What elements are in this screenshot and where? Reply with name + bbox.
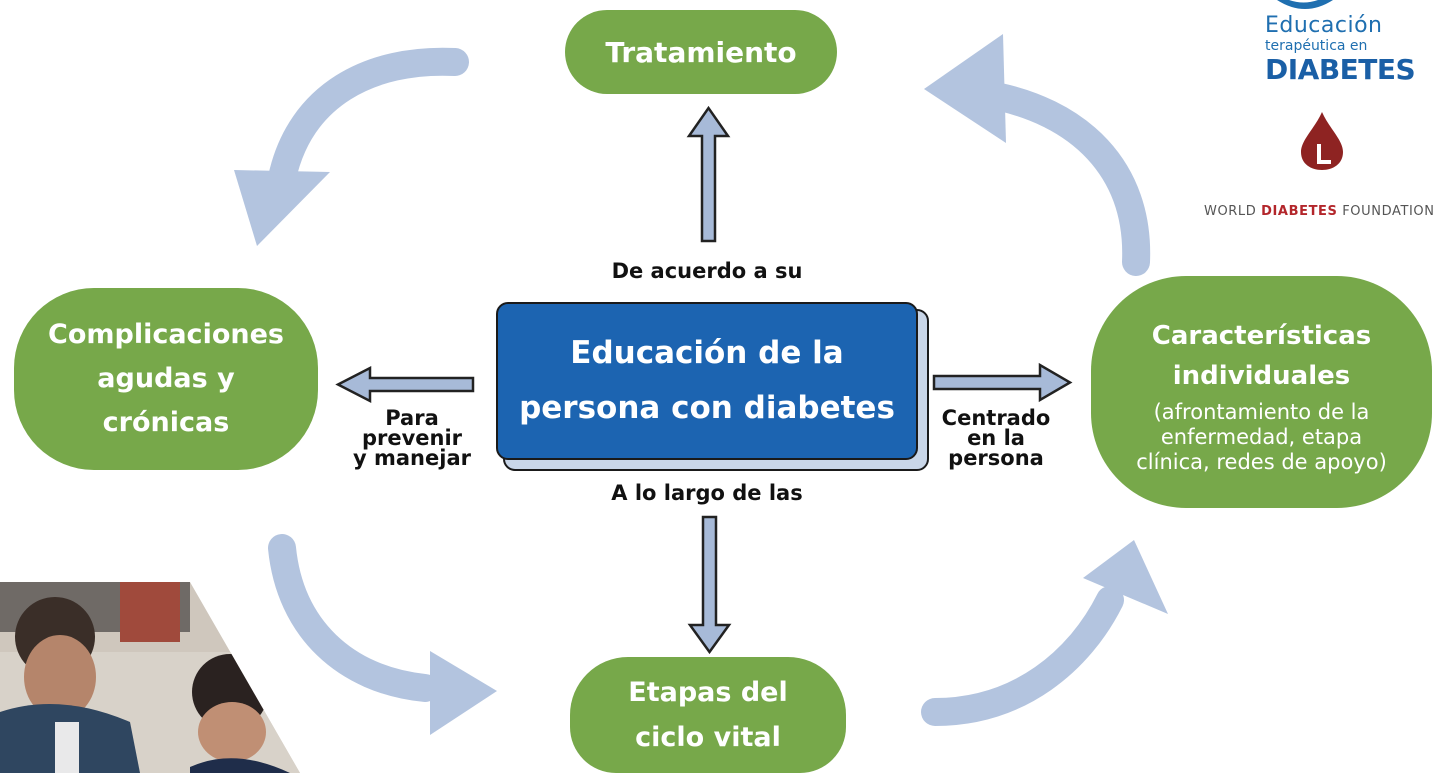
connector-label-left: Para prevenir y manejar: [338, 406, 486, 470]
edu-logo-line1: Educación: [1265, 13, 1383, 38]
edu-logo-line2: terapéutica en: [1265, 38, 1368, 54]
swoosh-icon: [1277, 0, 1333, 9]
node-tratamiento-label: Tratamiento: [605, 35, 797, 69]
center-box: Educación de la persona con diabetes: [496, 302, 918, 460]
node-complicaciones-line3: crónicas: [102, 407, 230, 438]
node-etapas-line2: ciclo vital: [635, 722, 781, 753]
connector-label-left-line3: y manejar: [353, 446, 471, 470]
node-caracteristicas-desc1: (afrontamiento de la: [1153, 399, 1370, 424]
connector-label-right-line3: persona: [948, 446, 1044, 470]
connector-label-right-line1: Centrado: [941, 406, 1051, 430]
node-caracteristicas-title1: Características: [1151, 320, 1372, 351]
node-complicaciones-line1: Complicaciones: [48, 319, 284, 350]
cycle-arrow-top-right: [971, 80, 1151, 276]
blood-drop-icon: [1301, 112, 1343, 170]
cycle-arrowhead-bottom-left: [430, 651, 497, 735]
cycle-arrowhead-bottom-right: [1083, 540, 1168, 614]
node-caracteristicas-desc3: clínica, redes de apoyo): [1136, 449, 1387, 474]
connector-label-bottom: A lo largo de las: [611, 481, 803, 505]
connector-arrow-up: [686, 105, 731, 243]
wdf-part2: DIABETES: [1261, 204, 1338, 219]
node-caracteristicas: Características individuales (afrontamie…: [1091, 276, 1432, 508]
node-caracteristicas-title2: individuales: [1172, 360, 1351, 391]
connector-label-top: De acuerdo a su: [611, 259, 803, 283]
connector-label-right-line2: en la: [967, 426, 1025, 450]
center-line1: Educación de la: [570, 335, 844, 371]
node-caracteristicas-desc2: enfermedad, etapa: [1160, 424, 1363, 449]
cycle-arrow-bottom-left: [268, 534, 439, 702]
people-photo: [0, 582, 300, 773]
wdf-logo-text: WORLD DIABETES FOUNDATION: [1204, 204, 1447, 219]
node-etapas-line1: Etapas del: [628, 677, 788, 708]
connector-arrow-down: [687, 515, 732, 655]
connector-arrow-right: [932, 362, 1073, 403]
connector-label-right: Centrado en la persona: [930, 406, 1062, 470]
edu-logo-line3: DIABETES: [1265, 53, 1416, 86]
logo-block: Educación terapéutica en DIABETES WORLD …: [1180, 0, 1447, 230]
connector-label-left-line1: Para: [385, 406, 439, 430]
connector-arrow-left: [335, 365, 475, 404]
node-complicaciones-line2: agudas y: [97, 363, 235, 394]
wdf-part1: WORLD: [1204, 204, 1262, 219]
cycle-arrow-top-left: [268, 47, 469, 192]
node-tratamiento: Tratamiento: [565, 10, 837, 94]
wdf-part3: FOUNDATION: [1337, 204, 1435, 219]
connector-label-left-line2: prevenir: [361, 426, 463, 450]
node-etapas: Etapas del ciclo vital: [570, 657, 846, 773]
center-line2: persona con diabetes: [519, 390, 895, 426]
node-complicaciones: Complicaciones agudas y crónicas: [14, 288, 318, 470]
cycle-arrow-bottom-right: [921, 586, 1124, 726]
cycle-arrowhead-top-left: [234, 170, 330, 246]
cycle-arrowhead-top-right: [924, 34, 1006, 143]
